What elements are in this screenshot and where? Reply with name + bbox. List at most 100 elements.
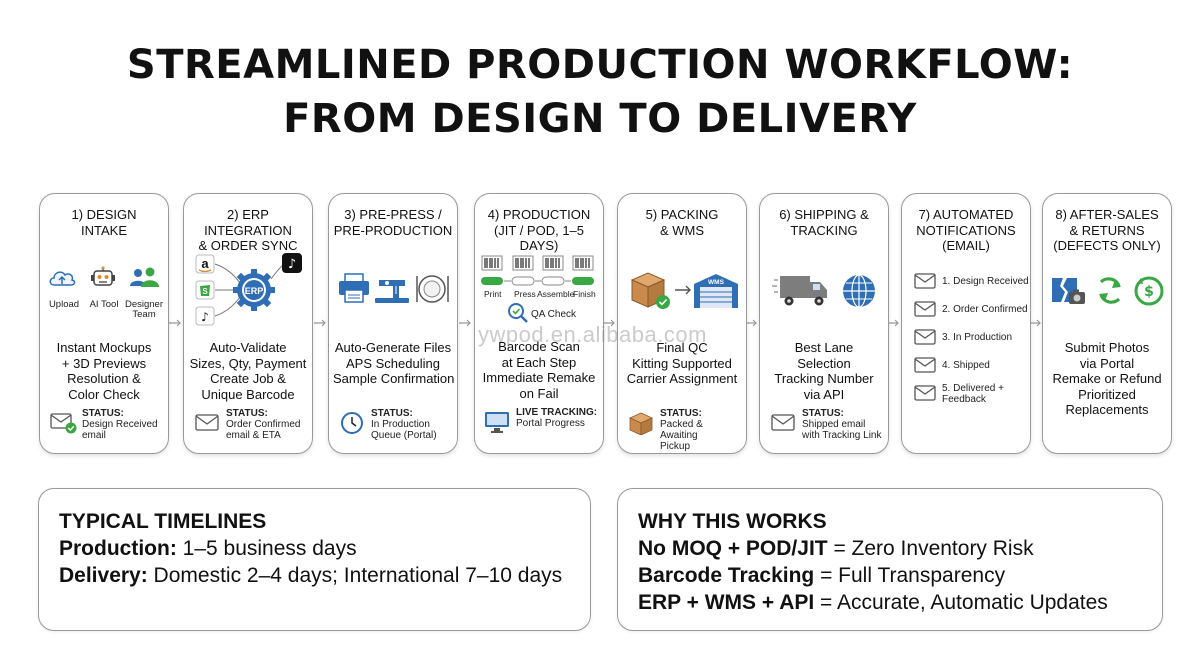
why-line: No MOQ + POD/JIT = Zero Inventory Risk (638, 537, 1034, 560)
status-block: STATUS: Design Received email (50, 408, 164, 442)
erp-integration-diagram: a S ♪ ERP (195, 253, 302, 326)
email-icon (914, 301, 936, 317)
timeline-delivery: Delivery: Domestic 2–4 days; Internation… (59, 564, 563, 587)
tiktok-icon: ♪ (282, 253, 302, 273)
sewing-machine-icon (375, 280, 409, 303)
box-check-icon (630, 272, 670, 309)
page-title-line-1: STREAMLINED PRODUCTION WORKFLOW: (126, 42, 1074, 88)
process-label-press: Press (514, 289, 536, 299)
status-label: STATUS: (226, 408, 268, 419)
icon-label-designer-team: Designer Team (124, 299, 164, 320)
svg-text:♪: ♪ (201, 310, 209, 324)
arrow-icon (459, 319, 471, 327)
email-icon (914, 385, 936, 401)
robot-icon (91, 266, 115, 286)
plate-icon (416, 275, 449, 303)
step-body: Best Lane Selection Tracking Number via … (774, 340, 874, 402)
designer-team-icon (130, 267, 159, 287)
monitor-icon (485, 412, 509, 433)
step-heading: 2) ERP INTEGRATION & ORDER SYNC (198, 207, 298, 253)
shopify-icon: S (195, 280, 215, 300)
refund-dollar-icon: $ (1134, 276, 1164, 306)
upload-cloud-icon (49, 271, 76, 286)
step-body: Instant Mockups + 3D Previews Resolution… (56, 340, 152, 402)
timeline-production: Production: 1–5 business days (59, 537, 357, 560)
printer-icon (339, 273, 369, 303)
typical-timelines-card: TYPICAL TIMELINES Production: 1–5 busine… (38, 488, 591, 631)
status-block: LIVE TRACKING: Portal Progress (484, 407, 600, 441)
email-check-icon (50, 413, 77, 434)
arrow-icon (169, 319, 181, 327)
arrow-icon (1029, 319, 1041, 327)
email-icon (195, 414, 219, 431)
process-progress-track (481, 276, 594, 286)
refresh-icon (1099, 277, 1121, 304)
step-after-sales: 8) AFTER-SALES & RETURNS (DEFECTS ONLY) … (1042, 193, 1172, 454)
shipping-illustration (772, 274, 875, 308)
barcode-icon (572, 255, 594, 271)
truck-icon (772, 276, 827, 306)
why-line: ERP + WMS + API = Accurate, Automatic Up… (638, 591, 1108, 614)
icon-label-ai-tool: AI Tool (89, 299, 119, 310)
barcode-icon (512, 255, 534, 271)
step-packing-wms: 5) PACKING & WMS WMS Final QC Kitting Su… (617, 193, 747, 454)
status-label: STATUS: (660, 408, 702, 419)
clock-icon (341, 412, 363, 434)
watermark: ywpod.en.alibaba.com (478, 322, 707, 347)
email-icon (914, 357, 936, 373)
barcode-icon (481, 255, 503, 271)
step-heading: 8) AFTER-SALES & RETURNS (DEFECTS ONLY) (1053, 207, 1161, 253)
status-block: STATUS: In Production Queue (Portal) (339, 408, 453, 442)
step-body: Auto-Generate Files APS Scheduling Sampl… (333, 340, 455, 386)
status-label: STATUS: (82, 408, 124, 419)
step-heading: 4) PRODUCTION (JIT / POD, 1–5 DAYS) (487, 207, 591, 253)
card-title: WHY THIS WORKS (638, 510, 827, 533)
step-heading: 3) PRE-PRESS / PRE-PRODUCTION (333, 207, 453, 238)
tiktok-icon: ♪ (195, 306, 215, 326)
step-heading: 7) AUTOMATED NOTIFICATIONS (EMAIL) (916, 207, 1016, 253)
pre-press-equipment (339, 273, 449, 303)
why-line: Barcode Tracking = Full Transparency (638, 564, 1006, 587)
step-production: 4) PRODUCTION (JIT / POD, 1–5 DAYS) (474, 193, 604, 454)
email-icon (914, 329, 936, 345)
process-label-finish: Finish (573, 289, 596, 299)
step-heading: 5) PACKING & WMS (645, 207, 719, 238)
package-icon (629, 412, 653, 435)
email-icon (771, 414, 795, 431)
arrow-icon (603, 319, 615, 327)
why-this-works-card: WHY THIS WORKS No MOQ + POD/JIT = Zero I… (617, 488, 1163, 631)
status-block: STATUS: Packed & Awaiting Pickup (628, 408, 742, 452)
step-body: Auto-Validate Sizes, Qty, Payment Create… (189, 340, 307, 402)
barcode-icon (542, 255, 564, 271)
step-erp-integration: 2) ERP INTEGRATION & ORDER SYNC a S ♪ (183, 193, 313, 454)
step-body: Final QC Kitting Supported Carrier Assig… (626, 340, 738, 386)
status-label: STATUS: (802, 408, 844, 419)
after-sales-illustration: $ (1052, 276, 1164, 306)
qa-check-label: QA Check (531, 309, 577, 320)
packing-illustration: WMS (630, 272, 738, 309)
page-title-line-2: FROM DESIGN TO DELIVERY (283, 96, 917, 142)
step-body: Submit Photos via Portal Remake or Refun… (1052, 340, 1162, 417)
arrow-icon (887, 319, 899, 327)
card-title: TYPICAL TIMELINES (59, 510, 267, 533)
process-label-print: Print (484, 289, 502, 299)
globe-icon (843, 274, 875, 308)
svg-text:$: $ (1144, 284, 1154, 300)
svg-text:a: a (201, 256, 209, 271)
status-block: STATUS: Shipped email with Tracking Link (770, 408, 884, 442)
magnifier-check-icon (508, 303, 528, 323)
icon-label-upload: Upload (48, 299, 80, 310)
step-pre-press: 3) PRE-PRESS / PRE-PRODUCTION Auto-Gener… (328, 193, 458, 454)
step-design-intake: 1) DESIGN INTAKE Upload AI Tool Designer… (39, 193, 169, 454)
damaged-photo-icon (1052, 278, 1085, 304)
step-automated-notifications: 7) AUTOMATED NOTIFICATIONS (EMAIL) 1. De… (901, 193, 1031, 454)
email-icon (914, 273, 936, 289)
svg-text:ERP: ERP (245, 286, 264, 296)
erp-gear-icon: ERP (233, 269, 275, 311)
status-label: LIVE TRACKING: (516, 407, 598, 418)
svg-text:S: S (202, 287, 208, 296)
step-body: Barcode Scan at Each Step Immediate Rema… (482, 339, 596, 401)
svg-text:♪: ♪ (288, 257, 296, 272)
process-label-assemble: Assemble (537, 289, 575, 299)
arrow-icon (314, 319, 326, 327)
